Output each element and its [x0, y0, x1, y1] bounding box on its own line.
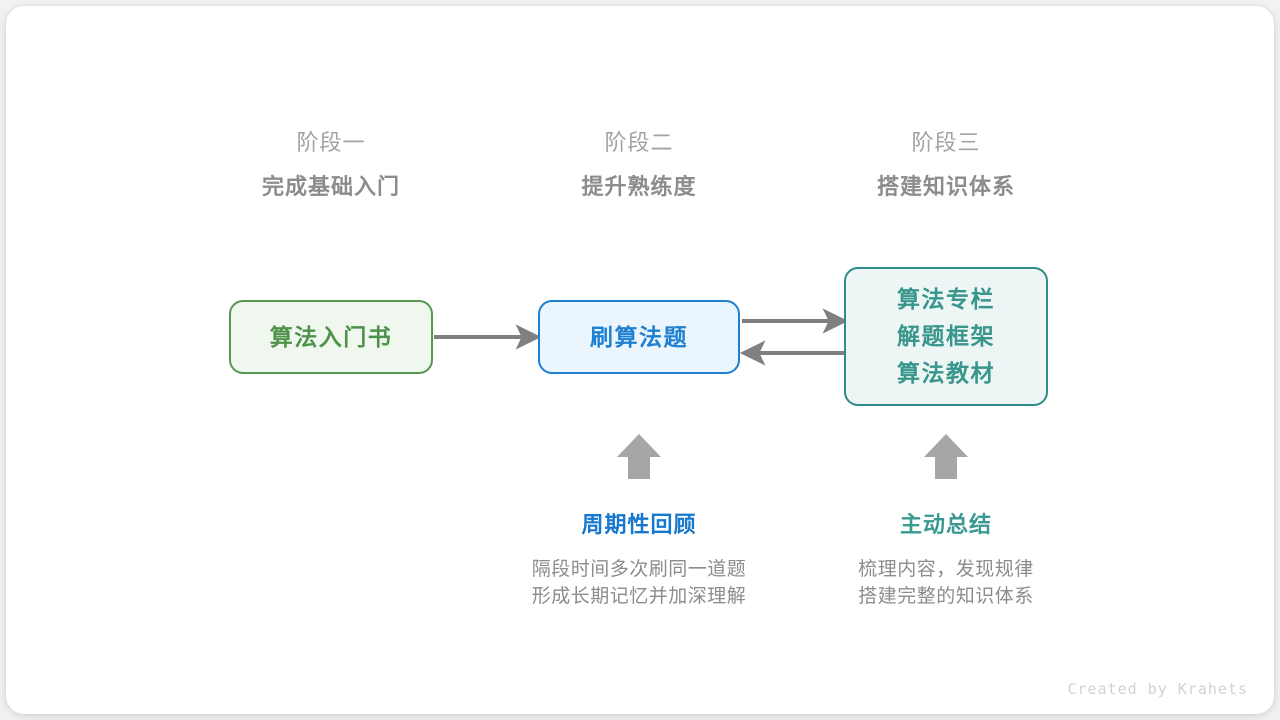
stage-title-3: 搭建知识体系: [876, 174, 1015, 199]
note-body-active-summary: 梳理内容，发现规律 搭建完整的知识体系: [796, 556, 1096, 610]
note-title-periodic-review: 周期性回顾: [581, 512, 697, 537]
stage-label-2: 阶段二: [604, 130, 674, 155]
node-book-line-1: 算法入门书: [269, 323, 393, 350]
note-title-active-summary: 主动总结: [899, 512, 992, 537]
note-active-summary: 主动总结 梳理内容，发现规律 搭建完整的知识体系: [796, 510, 1096, 610]
node-algorithm-intro-book[interactable]: 算法入门书: [229, 300, 433, 374]
node-practice-problems[interactable]: 刷算法题: [538, 300, 740, 374]
note-periodic-review: 周期性回顾 隔段时间多次刷同一道题 形成长期记忆并加深理解: [489, 510, 789, 610]
column-header-stage-2: 阶段二 提升熟练度: [509, 128, 769, 203]
note-body-line-1: 梳理内容，发现规律: [858, 559, 1034, 580]
node-knowledge-system[interactable]: 算法专栏 解题框架 算法教材: [844, 267, 1048, 406]
note-body-line-1: 隔段时间多次刷同一道题: [531, 559, 747, 580]
node-system-line-1: 算法专栏: [897, 286, 995, 312]
stage-label-1: 阶段一: [296, 130, 366, 155]
node-system-line-3: 算法教材: [897, 360, 995, 386]
node-practice-line-1: 刷算法题: [590, 323, 688, 350]
node-system-line-2: 解题框架: [897, 323, 995, 349]
stage-title-2: 提升熟练度: [581, 174, 697, 199]
column-header-stage-3: 阶段三 搭建知识体系: [816, 128, 1076, 203]
stage-label-3: 阶段三: [911, 130, 981, 155]
note-body-line-2: 搭建完整的知识体系: [858, 586, 1034, 607]
column-header-stage-1: 阶段一 完成基础入门: [201, 128, 461, 203]
note-body-line-2: 形成长期记忆并加深理解: [531, 586, 747, 607]
note-body-periodic-review: 隔段时间多次刷同一道题 形成长期记忆并加深理解: [489, 556, 789, 610]
stage-title-1: 完成基础入门: [261, 174, 400, 199]
credit-text: Created by Krahets: [1067, 680, 1248, 698]
